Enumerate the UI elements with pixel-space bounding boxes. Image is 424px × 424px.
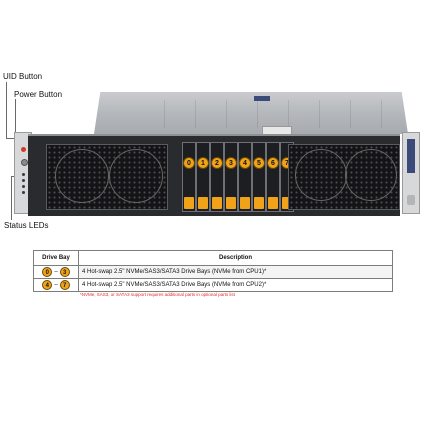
bay-number: 3: [225, 157, 237, 169]
range-dash: –: [54, 282, 58, 288]
table-row: 0–3 4 Hot-swap 2.5" NVMe/SAS3/SATA3 Driv…: [33, 265, 393, 279]
rack-latch[interactable]: [407, 195, 415, 205]
bay-badge: 3: [59, 267, 70, 277]
status-leds-label: Status LEDs: [4, 221, 49, 230]
bay-description: 4 Hot-swap 2.5" NVMe/SAS3/SATA3 Drive Ba…: [78, 265, 393, 279]
range-dash: –: [54, 269, 58, 275]
right-front-vent: [288, 144, 400, 210]
bay-release-tab[interactable]: [198, 197, 208, 209]
brand-logo-strip: [407, 139, 415, 173]
right-rack-ear: [402, 132, 420, 214]
table-row: 4–7 4 Hot-swap 2.5" NVMe/SAS3/SATA3 Driv…: [33, 278, 393, 292]
bay-number: 2: [211, 157, 223, 169]
bay-number: 1: [197, 157, 209, 169]
table-header-row: Drive Bay Description: [33, 250, 393, 266]
drive-bay-3[interactable]: 3: [224, 142, 238, 212]
power-callout-line: [15, 99, 16, 156]
top-cover-seams: [134, 100, 394, 128]
drive-bay-cage: 0 1 2 3 4 5 6 7: [174, 142, 294, 212]
drive-bay-0[interactable]: 0: [182, 142, 196, 212]
col-header-description: Description: [78, 250, 393, 266]
drive-bay-range: 0–3: [33, 265, 79, 279]
status-callout-line: [11, 176, 12, 220]
bay-release-tab[interactable]: [254, 197, 264, 209]
server-chassis: 0 1 2 3 4 5 6 7: [14, 92, 424, 216]
status-led-1: [22, 173, 25, 176]
uid-callout-line: [6, 82, 7, 138]
bay-number: 0: [183, 157, 195, 169]
fan-icon: [55, 149, 109, 203]
uid-button-label: UID Button: [3, 72, 43, 81]
bay-number: 4: [239, 157, 251, 169]
bay-release-tab[interactable]: [226, 197, 236, 209]
power-button-label: Power Button: [14, 90, 63, 99]
drive-bay-4[interactable]: 4: [238, 142, 252, 212]
drive-bay-6[interactable]: 6: [266, 142, 280, 212]
power-button[interactable]: [21, 159, 28, 166]
drive-bay-2[interactable]: 2: [210, 142, 224, 212]
bay-number: 5: [253, 157, 265, 169]
status-led-3: [22, 185, 25, 188]
drive-bay-1[interactable]: 1: [196, 142, 210, 212]
drive-bay-range: 4–7: [33, 278, 79, 292]
footnote: *NVMe, SAS3, or SATA3 support requires a…: [80, 292, 235, 297]
bay-badge: 0: [42, 267, 53, 277]
uid-button[interactable]: [21, 147, 26, 152]
drive-bay-table: Drive Bay Description 0–3 4 Hot-swap 2.5…: [33, 250, 393, 292]
fan-icon: [109, 149, 163, 203]
status-led-2: [22, 179, 25, 182]
fan-icon: [295, 149, 347, 201]
uid-callout-tick: [6, 138, 20, 139]
bay-badge: 7: [59, 280, 70, 290]
bay-description: 4 Hot-swap 2.5" NVMe/SAS3/SATA3 Drive Ba…: [78, 278, 393, 292]
fan-icon: [345, 149, 397, 201]
chassis-top-cover: [94, 92, 408, 134]
drive-bay-5[interactable]: 5: [252, 142, 266, 212]
bay-badge: 4: [42, 280, 53, 290]
col-header-drive-bay: Drive Bay: [33, 250, 79, 266]
bay-release-tab[interactable]: [212, 197, 222, 209]
bay-number: 6: [267, 157, 279, 169]
bay-release-tab[interactable]: [268, 197, 278, 209]
bay-release-tab[interactable]: [184, 197, 194, 209]
bay-release-tab[interactable]: [240, 197, 250, 209]
front-panel: 0 1 2 3 4 5 6 7: [28, 134, 400, 216]
left-front-vent: [46, 144, 168, 210]
bay-release-tab[interactable]: [282, 197, 292, 209]
status-led-4: [22, 191, 25, 194]
top-cover-label: [254, 96, 270, 101]
